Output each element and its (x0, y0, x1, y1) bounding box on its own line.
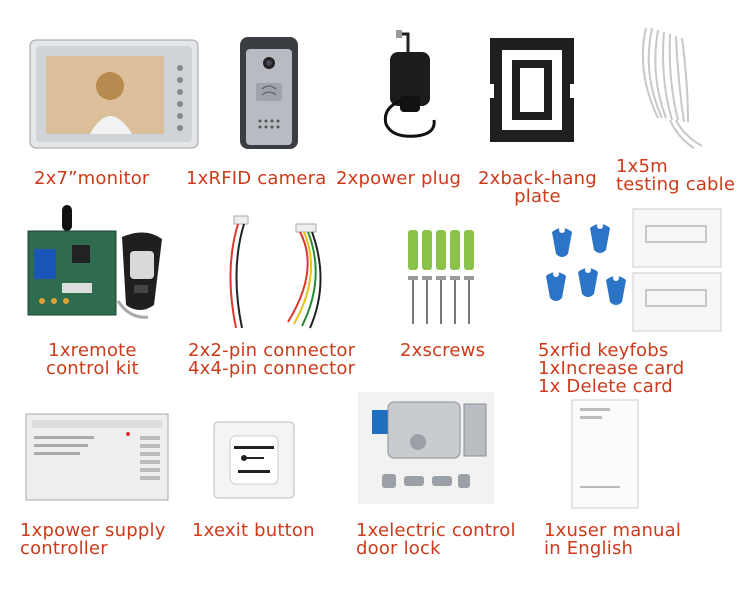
caption-screws: 2xscrews (400, 340, 486, 361)
caption-door-lock: 1xelectric control door lock (356, 520, 516, 559)
rfid-keyfobs-illustration (546, 223, 626, 305)
screws-illustration (408, 230, 474, 324)
increase-card-illustration (632, 208, 722, 268)
power-supply-controller-illustration (25, 413, 169, 501)
caption-rfid-camera: 1xRFID camera (186, 168, 327, 189)
caption-connectors: 2x2-pin connector 4x4-pin connector (188, 340, 356, 379)
delete-card-illustration (632, 272, 722, 332)
exit-button-illustration (213, 421, 295, 499)
user-manual-illustration (571, 399, 639, 509)
remote-control-kit-illustration (27, 205, 162, 319)
caption-remote-control-kit: 1xremote control kit (46, 340, 139, 379)
testing-cable-illustration (641, 27, 703, 149)
power-plug-illustration (383, 30, 436, 138)
caption-testing-cable: 1x5m testing cable (616, 156, 736, 195)
monitor-illustration (29, 39, 199, 149)
caption-user-manual: 1xuser manual in English (544, 520, 682, 559)
connector-wires-illustration (229, 215, 322, 329)
caption-exit-button: 1xexit button (192, 520, 315, 541)
back-hang-plate-illustration (488, 38, 576, 142)
caption-back-hang-plate: 2xback-hang plate (478, 168, 597, 207)
caption-monitor: 2x7”monitor (34, 168, 150, 189)
caption-power-supply-controller: 1xpower supply controller (20, 520, 166, 559)
caption-power-plug: 2xpower plug (336, 168, 462, 189)
caption-rfid-keyfobs: 5xrfid keyfobs 1xIncrease card 1x Delete… (538, 340, 685, 397)
door-lock-illustration (358, 392, 494, 504)
rfid-camera-illustration (240, 37, 298, 149)
